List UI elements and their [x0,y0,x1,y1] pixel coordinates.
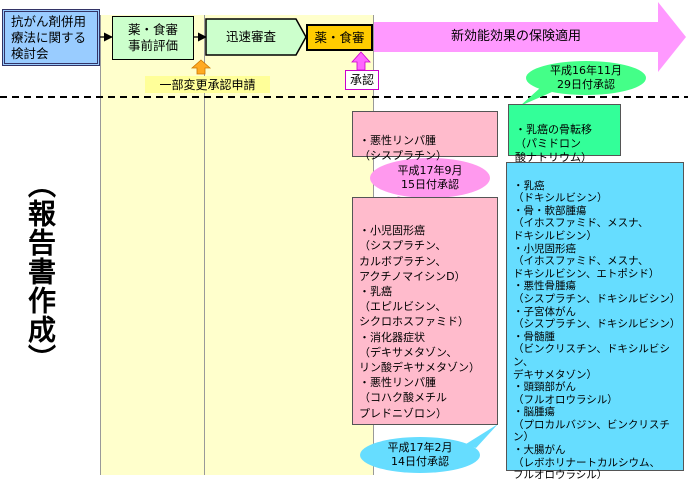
fast-review-label: 迅速審査 [225,29,276,44]
council-box: 薬・食審 [306,24,373,51]
band-divider-line [204,15,205,475]
fast-review-shape [205,18,307,56]
insurance-arrow-shape [374,2,686,72]
report-creation-text: （報告書作成） [24,170,57,373]
bubble-sep2005: 平成17年9月 15日付承認 [370,160,490,196]
insurance-label: 新効能効果の保険適用 [450,29,581,44]
pink-box-lymphoma-text: ・悪性リンパ腫 （シスプラチン） [359,134,447,162]
bubble-feb2005-text: 平成17年2月 14日付承認 [387,441,453,468]
partial-change-up-arrow [190,59,212,75]
insurance-arrow: 新効能効果の保険適用 [374,22,658,52]
green-box-text: ・乳癌の骨転移 （パミドロン 酸ナトリウム） [515,123,592,164]
pink-box-main: ・小児固形癌 （シスプラチン、 カルボプラチン、 アクチノマイシンD） ・乳癌 … [352,197,498,425]
partial-change-label: 一部変更承認申請 [159,77,256,92]
approval-label: 承認 [349,73,374,87]
pink-box-lymphoma: ・悪性リンパ腫 （シスプラチン） [352,111,498,162]
pre-eval-label: 薬・食審 事前評価 [127,22,178,53]
cyan-box: ・乳癌 （ドキシルビシン） ・骨・軟部腫瘍 （イホスファミド、メスナ、 ドキシル… [506,162,684,481]
pink-box-main-text: ・小児固形癌 （シスプラチン、 カルボプラチン、 アクチノマイシンD） ・乳癌 … [359,224,480,420]
bubble-nov2004: 平成16年11月 29日付承認 [526,62,646,94]
green-box-bone-metastasis: ・乳癌の骨転移 （パミドロン 酸ナトリウム） [508,104,621,164]
bubble-feb2005-shape [360,424,498,473]
bubble-sep2005-text: 平成17年9月 15日付承認 [397,164,463,191]
bubble-feb2005: 平成17年2月 14日付承認 [360,438,480,472]
approval-up-arrow [351,51,371,71]
bubble-nov2004-text: 平成16年11月 29日付承認 [550,64,622,91]
partial-change-label-box: 一部変更承認申請 [145,76,270,93]
pre-eval-box: 薬・食審 事前評価 [112,16,194,60]
committee-label: 抗がん剤併用 療法に関する 検討会 [11,13,87,61]
cyan-box-text: ・乳癌 （ドキシルビシン） ・骨・軟部腫瘍 （イホスファミド、メスナ、 ドキシル… [513,179,681,482]
fast-review-box: 迅速審査 [206,19,296,55]
approval-box: 承認 [345,70,379,90]
report-creation-label: （報告書作成） [18,170,62,380]
council-label: 薬・食審 [314,29,365,45]
bubble-nov2004-shape [520,61,646,106]
committee-box: 抗がん剤併用 療法に関する 検討会 [2,9,100,66]
